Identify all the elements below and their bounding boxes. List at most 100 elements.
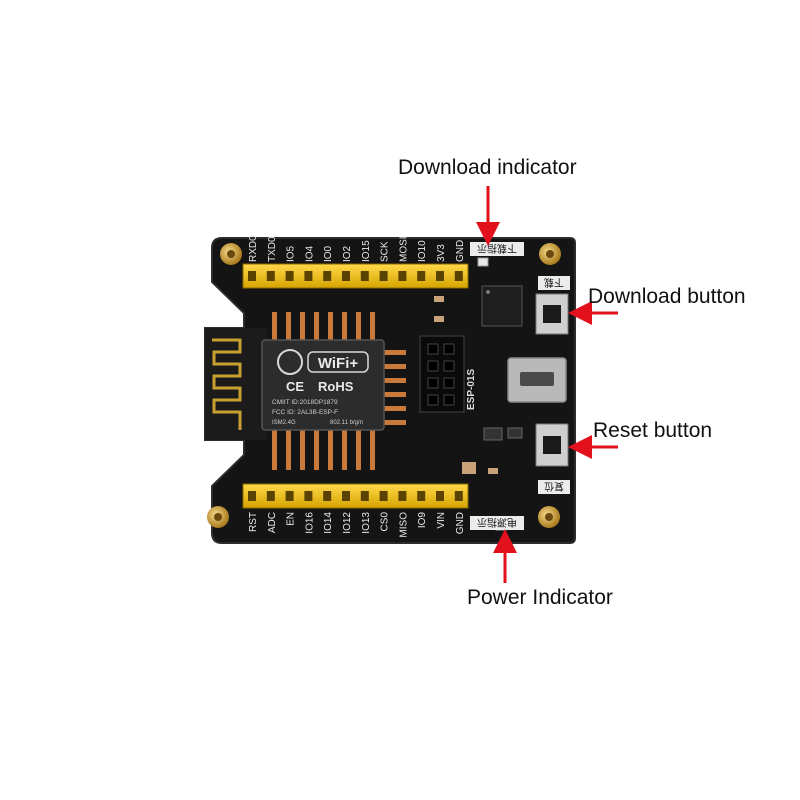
module-leg-right bbox=[384, 378, 406, 383]
bottom-header-pins bbox=[248, 491, 463, 501]
bottom-pin-5 bbox=[342, 491, 350, 501]
antenna-trace bbox=[212, 338, 242, 430]
socket-hole bbox=[443, 377, 455, 389]
module-leg-bottom bbox=[356, 430, 361, 470]
bottom-pin-10 bbox=[436, 491, 444, 501]
module-castellations-bottom bbox=[272, 430, 375, 470]
esp01s-socket bbox=[419, 335, 465, 413]
module-leg-top bbox=[356, 312, 361, 340]
bottom-pin-label: VIN bbox=[436, 512, 447, 529]
reset-btn-label: 复位 bbox=[544, 480, 564, 493]
download-led bbox=[477, 257, 489, 267]
module-leg-bottom bbox=[370, 430, 375, 470]
download-btn-label: 下载 bbox=[544, 276, 564, 288]
top-pin-label: 3V3 bbox=[436, 244, 447, 262]
top-pin-7 bbox=[379, 271, 388, 281]
reset-button-cap bbox=[543, 436, 561, 454]
top-pin-8 bbox=[398, 271, 407, 281]
module-leg-bottom bbox=[314, 430, 319, 470]
top-pin-label: IO4 bbox=[304, 245, 315, 262]
module-leg-right bbox=[384, 364, 406, 369]
top-pin-label: RXD0 bbox=[248, 235, 259, 262]
bottom-pin-11 bbox=[454, 491, 463, 501]
module-leg-top bbox=[314, 312, 319, 340]
module-line2: FCC ID: 2AL3B-ESP-F bbox=[272, 409, 338, 416]
bottom-pin-label: EN bbox=[286, 512, 297, 526]
module-leg-bottom bbox=[300, 430, 305, 470]
socket-hole bbox=[427, 377, 439, 389]
top-header-bar bbox=[242, 263, 469, 289]
socket-hole bbox=[427, 394, 439, 406]
top-pin-6 bbox=[360, 271, 369, 281]
module-leg-top bbox=[370, 312, 375, 340]
module-leg-top bbox=[286, 312, 291, 340]
callout-power-indicator: Power Indicator bbox=[467, 586, 613, 609]
top-pin-2 bbox=[285, 271, 294, 281]
bottom-pin-label: CS0 bbox=[380, 512, 391, 532]
module-rohs: RoHS bbox=[318, 379, 354, 394]
module-shield bbox=[261, 339, 385, 431]
bottom-pin-label: IO12 bbox=[342, 512, 353, 534]
callout-download-indicator: Download indicator bbox=[398, 156, 577, 179]
module-ce: CE bbox=[286, 379, 304, 394]
top-pin-10 bbox=[436, 271, 444, 281]
module-brand-icon bbox=[277, 349, 303, 375]
bottom-pin-2 bbox=[285, 491, 294, 501]
download-led-label: 下载指示 bbox=[477, 242, 517, 255]
module-line1: CMIIT ID:2018DP1879 bbox=[272, 399, 338, 406]
top-pin-1 bbox=[266, 271, 275, 281]
module-leg-right bbox=[384, 350, 406, 355]
module-leg-bottom bbox=[328, 430, 333, 470]
module-leg-right bbox=[384, 392, 406, 397]
callout-reset-button: Reset button bbox=[593, 419, 713, 442]
module-line3: ISM2.4G bbox=[272, 420, 296, 426]
module-leg-bottom bbox=[342, 430, 347, 470]
bottom-pin-label: IO16 bbox=[304, 512, 315, 534]
download-button-cap bbox=[543, 305, 561, 323]
callout-download-button: Download button bbox=[588, 285, 746, 308]
top-pin-label: TXD0 bbox=[267, 236, 278, 262]
module-leg-right bbox=[384, 420, 406, 425]
socket-hole bbox=[443, 343, 455, 355]
top-pin-label: MOSI bbox=[398, 236, 409, 262]
bottom-pin-3 bbox=[304, 491, 313, 501]
bottom-pin-label: IO9 bbox=[417, 512, 428, 529]
top-pin-label: IO15 bbox=[361, 240, 372, 262]
top-pin-3 bbox=[304, 271, 313, 281]
top-header-pins bbox=[248, 271, 463, 281]
socket-hole bbox=[443, 394, 455, 406]
bottom-pin-1 bbox=[266, 491, 275, 501]
module-leg-top bbox=[272, 312, 277, 340]
socket-holes bbox=[427, 343, 455, 406]
bottom-pin-7 bbox=[379, 491, 388, 501]
top-pin-9 bbox=[417, 271, 426, 281]
top-pin-label: IO10 bbox=[417, 240, 428, 262]
module-leg-top bbox=[300, 312, 305, 340]
module-leg-bottom bbox=[286, 430, 291, 470]
bottom-pin-9 bbox=[417, 491, 426, 501]
bottom-pin-label: IO14 bbox=[323, 512, 334, 534]
socket-hole bbox=[427, 343, 439, 355]
module-leg-bottom bbox=[272, 430, 277, 470]
bottom-pin-label: IO13 bbox=[361, 512, 372, 534]
esp01s-label: ESP-01S bbox=[466, 369, 477, 410]
top-pin-0 bbox=[248, 271, 256, 281]
top-pin-label: GND bbox=[455, 240, 466, 262]
bottom-pin-6 bbox=[360, 491, 369, 501]
top-pin-label: IO2 bbox=[342, 245, 353, 262]
bottom-pin-label: ADC bbox=[267, 512, 278, 533]
module-leg-top bbox=[342, 312, 347, 340]
module-leg-top bbox=[328, 312, 333, 340]
module-logo: WiFi+ bbox=[318, 355, 359, 372]
bottom-pin-0 bbox=[248, 491, 256, 501]
bottom-header-bar bbox=[242, 483, 469, 509]
module-leg-right bbox=[384, 406, 406, 411]
top-pin-label: SCK bbox=[380, 241, 391, 262]
socket-hole bbox=[427, 360, 439, 372]
top-pin-label: IO5 bbox=[286, 245, 297, 262]
module-line4: 802.11 b/g/n bbox=[330, 420, 363, 426]
